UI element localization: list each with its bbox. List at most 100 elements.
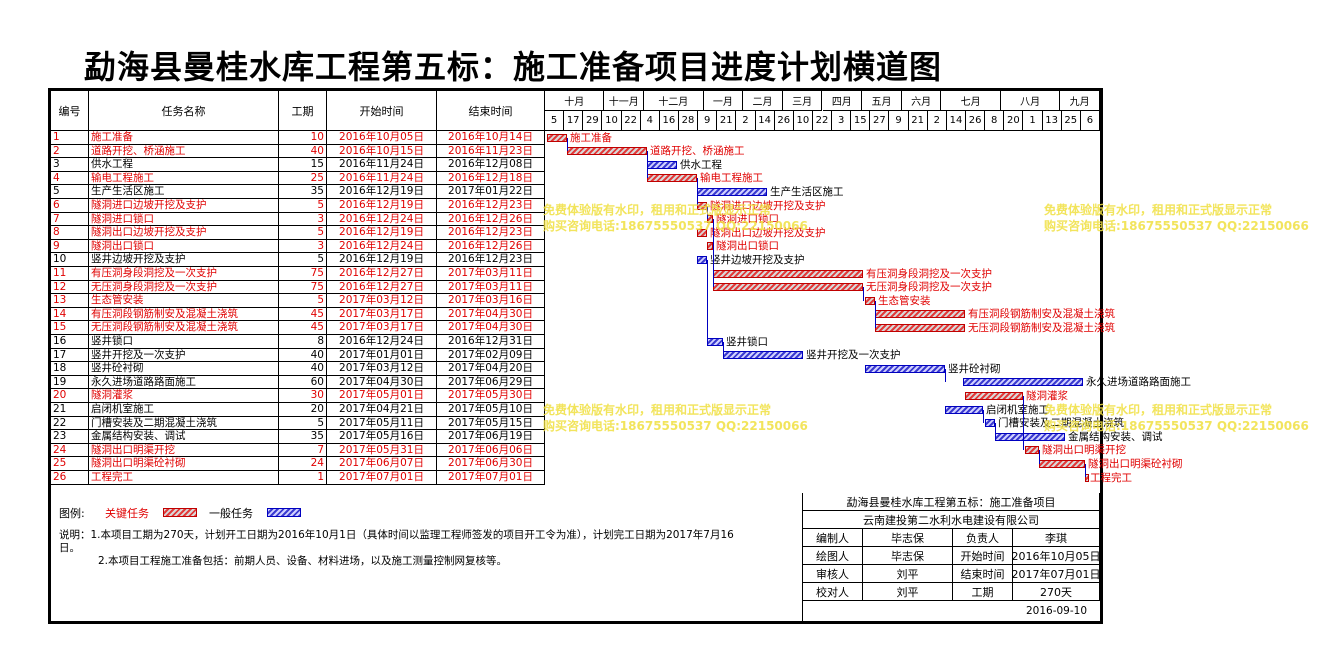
cell-id: 3 bbox=[51, 158, 89, 171]
timeline-day: 2 bbox=[736, 111, 756, 131]
cell-name: 无压洞身段洞挖及一次支护 bbox=[89, 280, 279, 294]
gantt-bar-label: 供水工程 bbox=[680, 158, 722, 171]
cell-id: 8 bbox=[51, 226, 89, 239]
cell-id: 26 bbox=[51, 471, 89, 484]
timeline-day: 29 bbox=[583, 111, 603, 131]
timeline-day: 10 bbox=[793, 111, 813, 131]
cell-name: 隧洞进口边坡开挖及支护 bbox=[89, 199, 279, 212]
signoff-company: 云南建投第二水利水电建设有限公司 bbox=[803, 511, 1100, 529]
gantt-bar bbox=[707, 215, 713, 224]
timeline-day: 22 bbox=[812, 111, 833, 131]
editor-value: 毕志保 bbox=[863, 529, 953, 547]
start-value: 2016年10月05日 bbox=[1013, 547, 1100, 565]
dependency-line bbox=[863, 287, 864, 301]
cell-duration: 35 bbox=[279, 185, 327, 198]
cell-duration: 10 bbox=[279, 131, 327, 144]
cell-start: 2016年12月27日 bbox=[327, 280, 437, 294]
legend-normal-swatch bbox=[267, 508, 301, 517]
gantt-bar bbox=[963, 378, 1083, 387]
period-label: 工期 bbox=[953, 583, 1013, 601]
cell-duration: 5 bbox=[279, 253, 327, 266]
cell-start: 2017年03月12日 bbox=[327, 294, 437, 307]
timeline-month: 二月 bbox=[743, 91, 783, 111]
gantt-bar-label: 金属结构安装、调试 bbox=[1068, 430, 1163, 443]
gantt-bar-label: 永久进场道路路面施工 bbox=[1086, 376, 1191, 389]
dependency-line bbox=[945, 368, 946, 383]
dependency-line bbox=[723, 341, 724, 356]
gantt-bar-label: 有压洞段钢筋制安及混凝土浇筑 bbox=[968, 308, 1115, 321]
cell-id: 14 bbox=[51, 307, 89, 321]
cell-name: 永久进场道路路面施工 bbox=[89, 375, 279, 389]
cell-end: 2016年12月18日 bbox=[437, 171, 545, 185]
cell-id: 21 bbox=[51, 403, 89, 416]
checker-value: 刘平 bbox=[863, 583, 953, 601]
cell-name: 有压洞身段洞挖及一次支护 bbox=[89, 267, 279, 280]
legend-critical-swatch bbox=[163, 508, 197, 517]
timeline-day: 28 bbox=[678, 111, 699, 131]
dependency-line bbox=[995, 423, 996, 437]
cell-name: 生态管安装 bbox=[89, 294, 279, 307]
timeline-month: 八月 bbox=[1000, 91, 1061, 111]
gantt-bar bbox=[865, 364, 945, 373]
cell-start: 2016年12月19日 bbox=[327, 185, 437, 198]
gantt-bar-label: 启闭机室施工 bbox=[986, 403, 1049, 416]
timeline-day: 9 bbox=[889, 111, 909, 131]
timeline-day: 3 bbox=[832, 111, 852, 131]
timeline-month: 十二月 bbox=[644, 91, 704, 111]
timeline-day: 14 bbox=[755, 111, 775, 131]
cell-start: 2017年01月01日 bbox=[327, 348, 437, 362]
gantt-bar bbox=[707, 242, 713, 251]
signoff-date: 2016-09-10 bbox=[1025, 605, 1088, 617]
timeline-month: 十月 bbox=[545, 91, 605, 111]
drawer-label: 绘图人 bbox=[803, 547, 863, 565]
cell-end: 2017年05月30日 bbox=[437, 389, 545, 402]
gantt-bar-label: 隧洞出口明渠砼衬砌 bbox=[1088, 457, 1183, 470]
cell-id: 12 bbox=[51, 280, 89, 294]
gantt-bar bbox=[865, 296, 875, 305]
gantt-bar-label: 隧洞进口边坡开挖及支护 bbox=[710, 199, 826, 212]
cell-id: 20 bbox=[51, 389, 89, 402]
cell-start: 2016年12月24日 bbox=[327, 239, 437, 253]
cell-id: 16 bbox=[51, 335, 89, 348]
manager-value: 李琪 bbox=[1013, 529, 1100, 547]
cell-id: 22 bbox=[51, 416, 89, 430]
cell-start: 2017年04月30日 bbox=[327, 375, 437, 389]
cell-end: 2017年03月11日 bbox=[437, 267, 545, 280]
signoff-panel: 勐海县曼桂水库工程第五标：施工准备项目 云南建投第二水利水电建设有限公司 编制人… bbox=[803, 493, 1100, 621]
gantt-bar-label: 生态管安装 bbox=[878, 294, 931, 307]
cell-end: 2017年03月11日 bbox=[437, 280, 545, 294]
cell-end: 2016年11月23日 bbox=[437, 144, 545, 158]
gantt-bar bbox=[1039, 459, 1085, 468]
cell-start: 2016年12月24日 bbox=[327, 212, 437, 226]
gantt-bar-label: 竖井边坡开挖及支护 bbox=[710, 253, 805, 266]
cell-end: 2016年12月26日 bbox=[437, 212, 545, 226]
cell-duration: 5 bbox=[279, 416, 327, 430]
timeline-month: 三月 bbox=[782, 91, 823, 111]
timeline-month: 六月 bbox=[901, 91, 942, 111]
cell-start: 2017年03月12日 bbox=[327, 362, 437, 375]
cell-id: 9 bbox=[51, 239, 89, 253]
cell-id: 25 bbox=[51, 457, 89, 470]
cell-end: 2017年07月01日 bbox=[437, 471, 545, 484]
timeline-day: 21 bbox=[717, 111, 737, 131]
gantt-bar-label: 竖井砼衬砌 bbox=[948, 362, 1001, 375]
cell-duration: 1 bbox=[279, 471, 327, 484]
cell-duration: 40 bbox=[279, 348, 327, 362]
period-value: 270天 bbox=[1013, 583, 1100, 601]
cell-name: 有压洞段钢筋制安及混凝土浇筑 bbox=[89, 307, 279, 321]
timeline-day: 20 bbox=[1004, 111, 1024, 131]
legend-critical-label: 关键任务 bbox=[105, 507, 149, 520]
cell-end: 2017年06月19日 bbox=[437, 430, 545, 443]
timeline-month: 十一月 bbox=[604, 91, 645, 111]
